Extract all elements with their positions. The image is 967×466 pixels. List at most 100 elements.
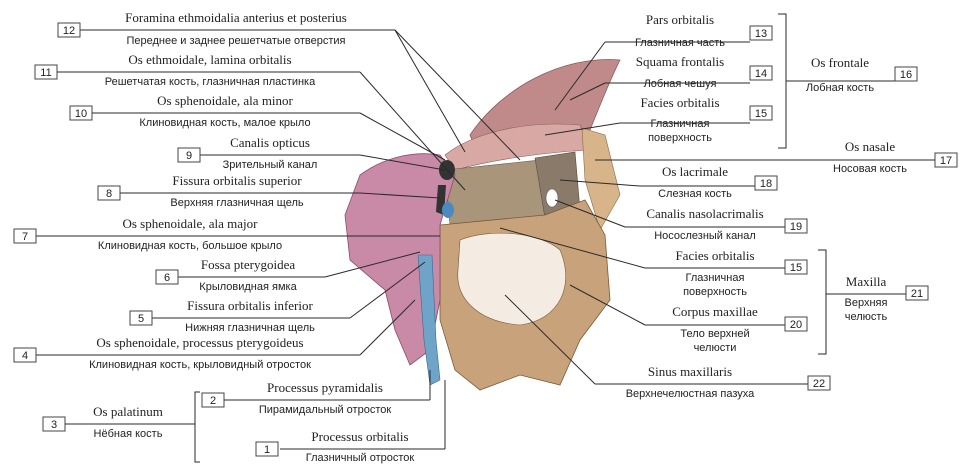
- label-20-russian2: челюсти: [694, 342, 737, 354]
- label-11-latin: Os ethmoidale, lamina orbitalis: [128, 52, 291, 67]
- label-17-russian: Носовая кость: [833, 163, 907, 175]
- label-5-russian: Нижняя глазничная щель: [185, 322, 315, 334]
- nasolacrimal-canal: [546, 189, 558, 207]
- label-8-number: 8: [98, 186, 120, 200]
- label-1-latin: Processus orbitalis: [311, 429, 408, 444]
- svg-text:19: 19: [790, 221, 802, 233]
- label-13-number: 13: [750, 26, 772, 40]
- svg-text:15: 15: [790, 262, 802, 274]
- svg-text:22: 22: [813, 378, 825, 390]
- svg-text:7: 7: [22, 231, 28, 243]
- label-6-latin: Fossa pterygoidea: [201, 257, 295, 272]
- label-21-russian: Верхняя: [845, 297, 888, 309]
- label-7-latin: Os sphenoidale, ala major: [122, 216, 258, 231]
- label-21-russian2: челюсть: [845, 311, 888, 323]
- svg-text:8: 8: [106, 188, 112, 200]
- blue-canal: [442, 202, 454, 218]
- svg-text:9: 9: [186, 150, 192, 162]
- label-4-number: 4: [14, 348, 36, 362]
- svg-text:12: 12: [63, 25, 75, 37]
- label-4-russian: Клиновидная кость, крыловидный отросток: [89, 359, 311, 371]
- svg-text:16: 16: [900, 69, 912, 81]
- label-9-russian: Зрительный канал: [223, 159, 318, 171]
- label-8-russian: Верхняя глазничная щель: [170, 197, 303, 209]
- label-18-latin: Os lacrimale: [662, 164, 728, 179]
- label-17-number: 17: [935, 153, 957, 167]
- svg-text:14: 14: [755, 68, 767, 80]
- label-4-latin: Os sphenoidale, processus pterygoideus: [96, 335, 303, 350]
- svg-text:1: 1: [264, 444, 270, 456]
- label-3-latin: Os palatinum: [93, 404, 163, 419]
- label-22-number: 22: [808, 376, 830, 390]
- label-12-number: 12: [58, 23, 80, 37]
- label-7-russian: Клиновидная кость, большое крыло: [98, 240, 282, 252]
- svg-text:4: 4: [22, 350, 28, 362]
- label-22-russian: Верхнечелюстная пазуха: [626, 388, 755, 400]
- label-14-number: 14: [750, 66, 772, 80]
- label-13-latin: Pars orbitalis: [646, 12, 714, 27]
- label-21-number: 21: [906, 286, 928, 300]
- label-10-number: 10: [70, 106, 92, 120]
- label-10-russian: Клиновидная кость, малое крыло: [139, 117, 310, 129]
- label-15-russian: Глазничная: [651, 118, 710, 130]
- label-2-russian: Пирамидальный отросток: [259, 404, 392, 416]
- label-22-latin: Sinus maxillaris: [648, 364, 732, 379]
- svg-text:5: 5: [138, 313, 144, 325]
- label-16-russian: Лобная кость: [806, 82, 874, 94]
- svg-text:21: 21: [911, 288, 923, 300]
- label-1-number: 1: [256, 442, 278, 456]
- label-20-number: 20: [785, 317, 807, 331]
- svg-text:20: 20: [790, 319, 802, 331]
- ethmoid-plate: [445, 160, 545, 225]
- label-18-russian: Слезная кость: [658, 188, 732, 200]
- svg-text:6: 6: [164, 272, 170, 284]
- label-16-latin: Os frontale: [811, 55, 869, 70]
- svg-text:2: 2: [210, 395, 216, 407]
- label-11-number: 11: [35, 65, 57, 79]
- label-3-russian: Нёбная кость: [94, 428, 163, 440]
- label-13-russian: Глазничная часть: [635, 37, 725, 49]
- label-5-latin: Fissura orbitalis inferior: [187, 298, 313, 313]
- label-15-latin: Facies orbitalis: [640, 95, 719, 110]
- label-15b-russian2: поверхность: [683, 286, 747, 298]
- svg-text:3: 3: [51, 419, 57, 431]
- bone-illustration: [345, 60, 620, 390]
- label-18-number: 18: [755, 176, 777, 190]
- label-15b-number: 15: [785, 260, 807, 274]
- label-7-number: 7: [14, 229, 36, 243]
- label-20-latin: Corpus maxillae: [672, 304, 758, 319]
- label-11-russian: Решетчатая кость, глазничная пластинка: [105, 76, 316, 88]
- label-19-russian: Носослезный канал: [654, 230, 756, 242]
- label-15b-russian: Глазничная: [686, 272, 745, 284]
- svg-text:10: 10: [75, 108, 87, 120]
- label-2-latin: Processus pyramidalis: [267, 380, 383, 395]
- label-10-latin: Os sphenoidale, ala minor: [157, 93, 293, 108]
- svg-text:11: 11: [40, 67, 51, 79]
- svg-text:15: 15: [755, 108, 767, 120]
- label-19-latin: Canalis nasolacrimalis: [646, 206, 763, 221]
- label-6-number: 6: [156, 270, 178, 284]
- label-1-russian: Глазничный отросток: [306, 452, 415, 464]
- label-15-number: 15: [750, 106, 772, 120]
- label-2-number: 2: [202, 393, 224, 407]
- label-16-number: 16: [895, 67, 917, 81]
- label-21-latin: Maxilla: [846, 274, 887, 289]
- label-17-latin: Os nasale: [845, 139, 895, 154]
- label-20-russian: Тело верхней: [680, 328, 749, 340]
- label-12-russian: Переднее и заднее решетчатые отверстия: [126, 35, 345, 47]
- label-15b-latin: Facies orbitalis: [675, 248, 754, 263]
- label-14-russian: Лобная чешуя: [644, 78, 717, 90]
- label-8-latin: Fissura orbitalis superior: [172, 173, 302, 188]
- label-9-number: 9: [178, 148, 200, 162]
- label-9-latin: Canalis opticus: [230, 135, 310, 150]
- label-15-russian2: поверхность: [648, 132, 712, 144]
- svg-text:13: 13: [755, 28, 767, 40]
- label-14-latin: Squama frontalis: [636, 54, 724, 69]
- label-12-latin: Foramina ethmoidalia anterius et posteri…: [125, 10, 347, 25]
- label-19-number: 19: [785, 219, 807, 233]
- label-6-russian: Крыловидная ямка: [199, 281, 297, 293]
- svg-text:18: 18: [760, 178, 772, 190]
- label-3-number: 3: [43, 417, 65, 431]
